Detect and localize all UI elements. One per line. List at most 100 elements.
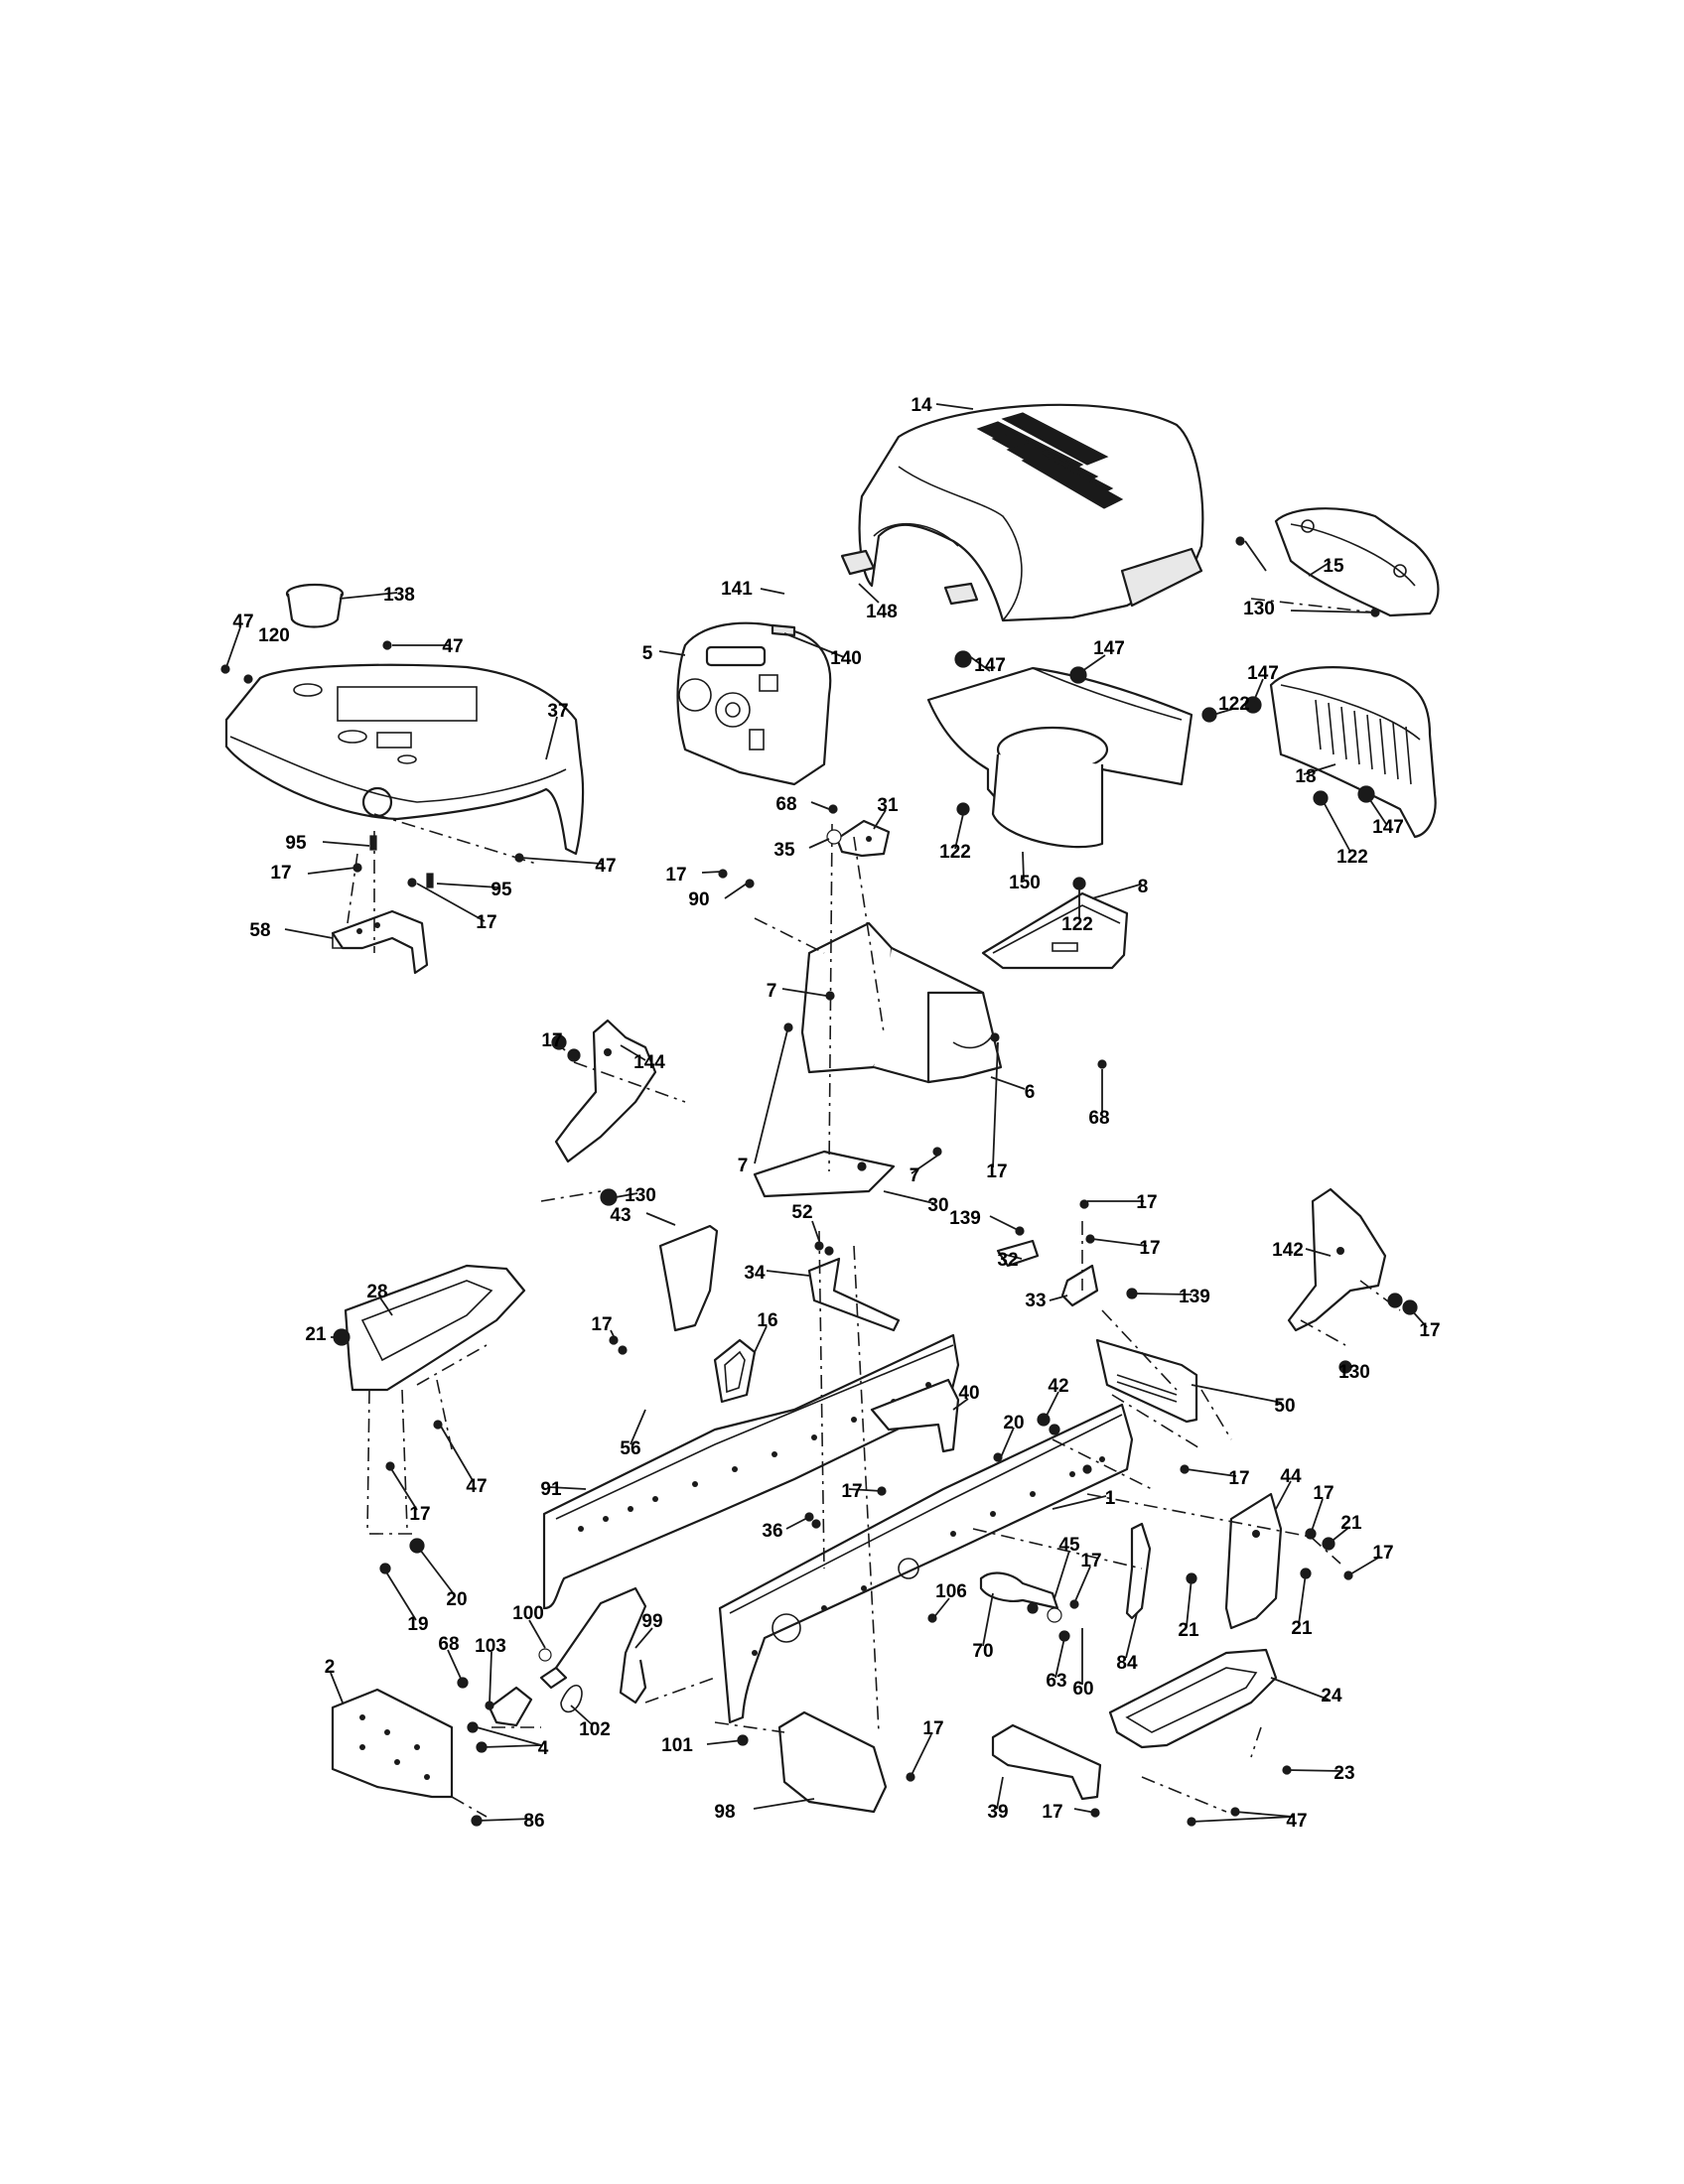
footrest-left[interactable] xyxy=(344,1264,526,1392)
callout-147: 147 xyxy=(1093,638,1125,659)
callout-17: 17 xyxy=(665,865,686,886)
bracket-33[interactable] xyxy=(1060,1264,1099,1307)
bracket-50[interactable] xyxy=(1095,1338,1198,1424)
callout-17: 17 xyxy=(1139,1238,1160,1259)
callout-5: 5 xyxy=(642,643,653,664)
callout-7: 7 xyxy=(767,981,777,1002)
bracket-40[interactable] xyxy=(870,1378,960,1453)
hood[interactable] xyxy=(840,403,1204,622)
bracket-32[interactable] xyxy=(996,1239,1040,1268)
grille-slots xyxy=(1315,699,1412,785)
fuel-cap[interactable] xyxy=(285,583,345,628)
callout-17: 17 xyxy=(1313,1483,1333,1504)
callout-56: 56 xyxy=(620,1438,640,1459)
callout-47: 47 xyxy=(442,636,463,657)
callout-122: 122 xyxy=(1336,847,1368,868)
callout-15: 15 xyxy=(1323,556,1344,577)
callout-23: 23 xyxy=(1333,1763,1354,1784)
callout-138: 138 xyxy=(383,585,415,606)
callout-21: 21 xyxy=(1340,1513,1362,1534)
bracket-31[interactable] xyxy=(835,819,891,858)
bracket-50-slots xyxy=(1116,1374,1178,1403)
callout-32: 32 xyxy=(997,1250,1018,1271)
callout-84: 84 xyxy=(1116,1653,1138,1674)
callout-102: 102 xyxy=(579,1719,611,1740)
callout-142: 142 xyxy=(1272,1240,1304,1261)
callout-34: 34 xyxy=(744,1263,766,1284)
callout-17: 17 xyxy=(1136,1192,1157,1213)
lever-84[interactable] xyxy=(1125,1522,1152,1620)
callout-68: 68 xyxy=(1088,1108,1109,1129)
callout-101: 101 xyxy=(661,1735,693,1756)
bracket-142[interactable] xyxy=(1287,1187,1387,1332)
rail-left-holes xyxy=(578,1382,931,1532)
leader-lines xyxy=(225,403,1428,1823)
callout-4: 4 xyxy=(538,1738,549,1759)
callout-18: 18 xyxy=(1295,766,1316,787)
callout-8: 8 xyxy=(1138,877,1149,897)
callout-140: 140 xyxy=(830,648,862,669)
spring-102[interactable] xyxy=(560,1684,583,1713)
bracket-34[interactable] xyxy=(807,1257,901,1332)
callout-150: 150 xyxy=(1009,873,1041,893)
callout-147: 147 xyxy=(1247,663,1279,684)
callout-17: 17 xyxy=(476,912,496,933)
bracket-144[interactable] xyxy=(554,1019,657,1163)
callout-86: 86 xyxy=(523,1811,544,1832)
grille[interactable] xyxy=(1269,666,1437,839)
callout-58: 58 xyxy=(249,920,270,941)
callout-99: 99 xyxy=(641,1611,662,1632)
brake-rod[interactable] xyxy=(539,1586,647,1705)
callout-17: 17 xyxy=(541,1030,562,1051)
callout-90: 90 xyxy=(688,889,709,910)
frame-rail-right[interactable] xyxy=(718,1403,1134,1724)
latch-70[interactable] xyxy=(979,1571,1059,1610)
mount-plate-2[interactable] xyxy=(331,1688,454,1799)
bracket-44[interactable] xyxy=(1224,1492,1283,1630)
callout-1: 1 xyxy=(1105,1488,1116,1509)
callout-36: 36 xyxy=(762,1521,782,1542)
footrest-right[interactable] xyxy=(1108,1648,1278,1749)
callout-130: 130 xyxy=(1243,599,1275,619)
callout-120: 120 xyxy=(258,625,290,646)
callout-44: 44 xyxy=(1280,1466,1302,1487)
dash-panel[interactable] xyxy=(676,621,832,786)
callout-98: 98 xyxy=(714,1802,735,1823)
fender[interactable] xyxy=(224,663,585,856)
bracket-103[interactable] xyxy=(488,1686,533,1727)
callout-37: 37 xyxy=(547,701,568,722)
assembly-lines xyxy=(347,598,1401,1818)
callout-147: 147 xyxy=(1372,817,1404,838)
callout-130: 130 xyxy=(1338,1362,1370,1383)
callout-63: 63 xyxy=(1046,1671,1066,1692)
hardware xyxy=(220,536,1418,1827)
callout-17: 17 xyxy=(270,863,291,884)
callout-141: 141 xyxy=(721,579,753,600)
callout-47: 47 xyxy=(595,856,616,877)
bracket-58[interactable] xyxy=(331,909,429,975)
callout-52: 52 xyxy=(791,1202,812,1223)
dash-tower[interactable] xyxy=(926,666,1193,849)
frame-rail-left[interactable] xyxy=(542,1333,960,1610)
upper-frame[interactable] xyxy=(753,891,1129,1198)
shield-98[interactable] xyxy=(777,1710,888,1814)
headlight-panel[interactable] xyxy=(1274,507,1440,617)
callout-45: 45 xyxy=(1058,1535,1080,1556)
callout-35: 35 xyxy=(773,840,795,861)
gasket-16[interactable] xyxy=(713,1338,757,1404)
callout-68: 68 xyxy=(438,1634,459,1655)
callout-21: 21 xyxy=(1291,1618,1313,1639)
callout-95: 95 xyxy=(491,880,512,900)
bracket-39[interactable] xyxy=(991,1723,1102,1801)
bracket-43[interactable] xyxy=(658,1224,719,1332)
callout-139: 139 xyxy=(949,1208,981,1229)
callout-21: 21 xyxy=(305,1324,327,1345)
callout-106: 106 xyxy=(935,1581,967,1602)
callout-130: 130 xyxy=(625,1185,656,1206)
callout-40: 40 xyxy=(958,1383,979,1404)
callout-42: 42 xyxy=(1048,1376,1068,1397)
callout-labels: 1415130148141140513847120473747959517175… xyxy=(232,395,1440,1832)
callout-122: 122 xyxy=(939,842,971,863)
callout-17: 17 xyxy=(841,1481,862,1502)
